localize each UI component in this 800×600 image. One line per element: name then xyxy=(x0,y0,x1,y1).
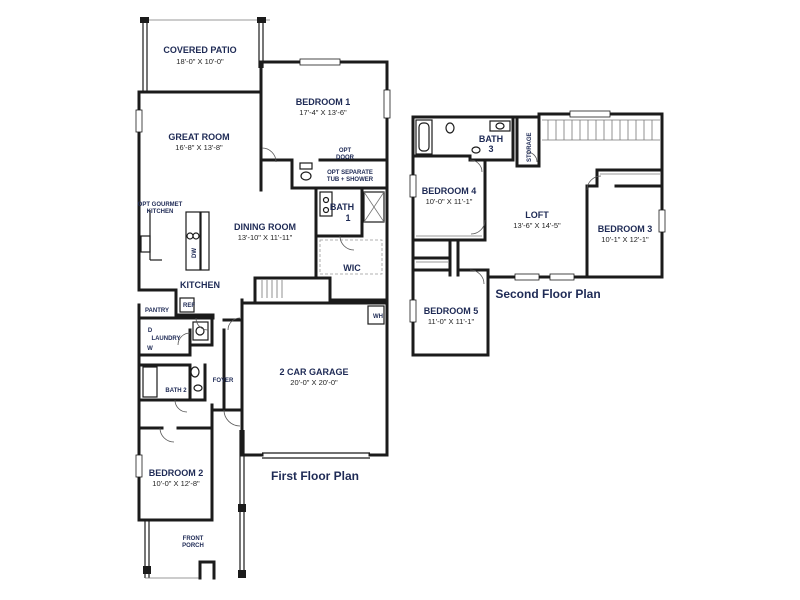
dining-room-label: DINING ROOM xyxy=(234,222,296,232)
bath3-number: 3 xyxy=(488,144,493,154)
foyer-label: FOYER xyxy=(213,378,234,384)
first-floor-plan: COVERED PATIO 18'-0" X 10'-0" BEDROOM 1 … xyxy=(135,17,391,580)
first-floor-fixtures xyxy=(140,162,385,398)
wic-label: WIC xyxy=(343,263,361,273)
bedroom3-dims: 10'-1" X 12'-1" xyxy=(601,235,649,244)
bedroom2-dims: 10'-0" X 12'-8" xyxy=(152,479,200,488)
bedroom1-dims: 17'-4" X 13'-6" xyxy=(299,108,347,117)
bedroom3-label: BEDROOM 3 xyxy=(598,224,653,234)
opt-tub-label-1: OPT SEPARATE xyxy=(327,170,373,176)
laundry-label: LAUNDRY xyxy=(151,336,180,342)
covered-patio-label: COVERED PATIO xyxy=(163,45,236,55)
bath2-label: BATH 2 xyxy=(165,388,187,394)
second-floor-fixtures xyxy=(415,119,660,263)
bedroom4-label: BEDROOM 4 xyxy=(422,186,477,196)
dryer-label: D xyxy=(148,328,153,334)
kitchen-label: KITCHEN xyxy=(180,280,220,290)
bedroom5-dims: 11'-0" X 11'-1" xyxy=(428,317,475,326)
bath1-label: BATH xyxy=(330,202,354,212)
second-floor-plan: BATH 3 STORAGE BEDROOM 4 10'-0" X 11'-1"… xyxy=(409,110,666,357)
storage-label: STORAGE xyxy=(527,132,533,162)
pantry-label: PANTRY xyxy=(145,308,169,314)
first-floor-title: First Floor Plan xyxy=(271,469,359,483)
great-room-dims: 16'-8" X 13'-8" xyxy=(175,143,223,152)
opt-tub-label-2: TUB + SHOWER xyxy=(327,177,374,183)
covered-patio-dims: 18'-0" X 10'-0" xyxy=(176,57,224,66)
garage-label: 2 CAR GARAGE xyxy=(279,367,348,377)
garage-dims: 20'-0" X 20'-0" xyxy=(290,378,338,387)
stairs-icon xyxy=(261,280,283,298)
dining-room-dims: 13'-10" X 11'-11" xyxy=(238,233,293,242)
front-porch-label-1: FRONT xyxy=(183,536,204,542)
first-floor-windows xyxy=(135,58,391,478)
bedroom5-label: BEDROOM 5 xyxy=(424,306,479,316)
second-floor-doors xyxy=(469,151,602,285)
second-floor-windows xyxy=(409,110,666,323)
washer-label: W xyxy=(147,346,153,352)
opt-door-label-1: OPT xyxy=(339,148,352,154)
loft-label: LOFT xyxy=(525,210,549,220)
covered-patio-area xyxy=(140,17,270,92)
opt-door-label-2: DOOR xyxy=(336,155,355,161)
bath1-number: 1 xyxy=(345,213,350,223)
water-heater-label: WH xyxy=(373,314,383,320)
front-porch-label-2: PORCH xyxy=(182,543,204,549)
opt-gourmet-label-1: OPT GOURMET xyxy=(138,202,183,208)
bedroom2-label: BEDROOM 2 xyxy=(149,468,204,478)
second-floor-title: Second Floor Plan xyxy=(495,287,600,301)
first-floor-doors xyxy=(159,147,355,443)
dw-label: DW xyxy=(192,248,198,258)
loft-dims: 13'-6" X 14'-5" xyxy=(513,221,561,230)
bedroom1-label: BEDROOM 1 xyxy=(296,97,351,107)
opt-gourmet-label-2: KITCHEN xyxy=(147,209,174,215)
great-room-label: GREAT ROOM xyxy=(168,132,229,142)
bedroom4-dims: 10'-0" X 11'-1" xyxy=(426,197,473,206)
bath3-label: BATH xyxy=(479,134,503,144)
ref-label: REF xyxy=(183,303,195,309)
